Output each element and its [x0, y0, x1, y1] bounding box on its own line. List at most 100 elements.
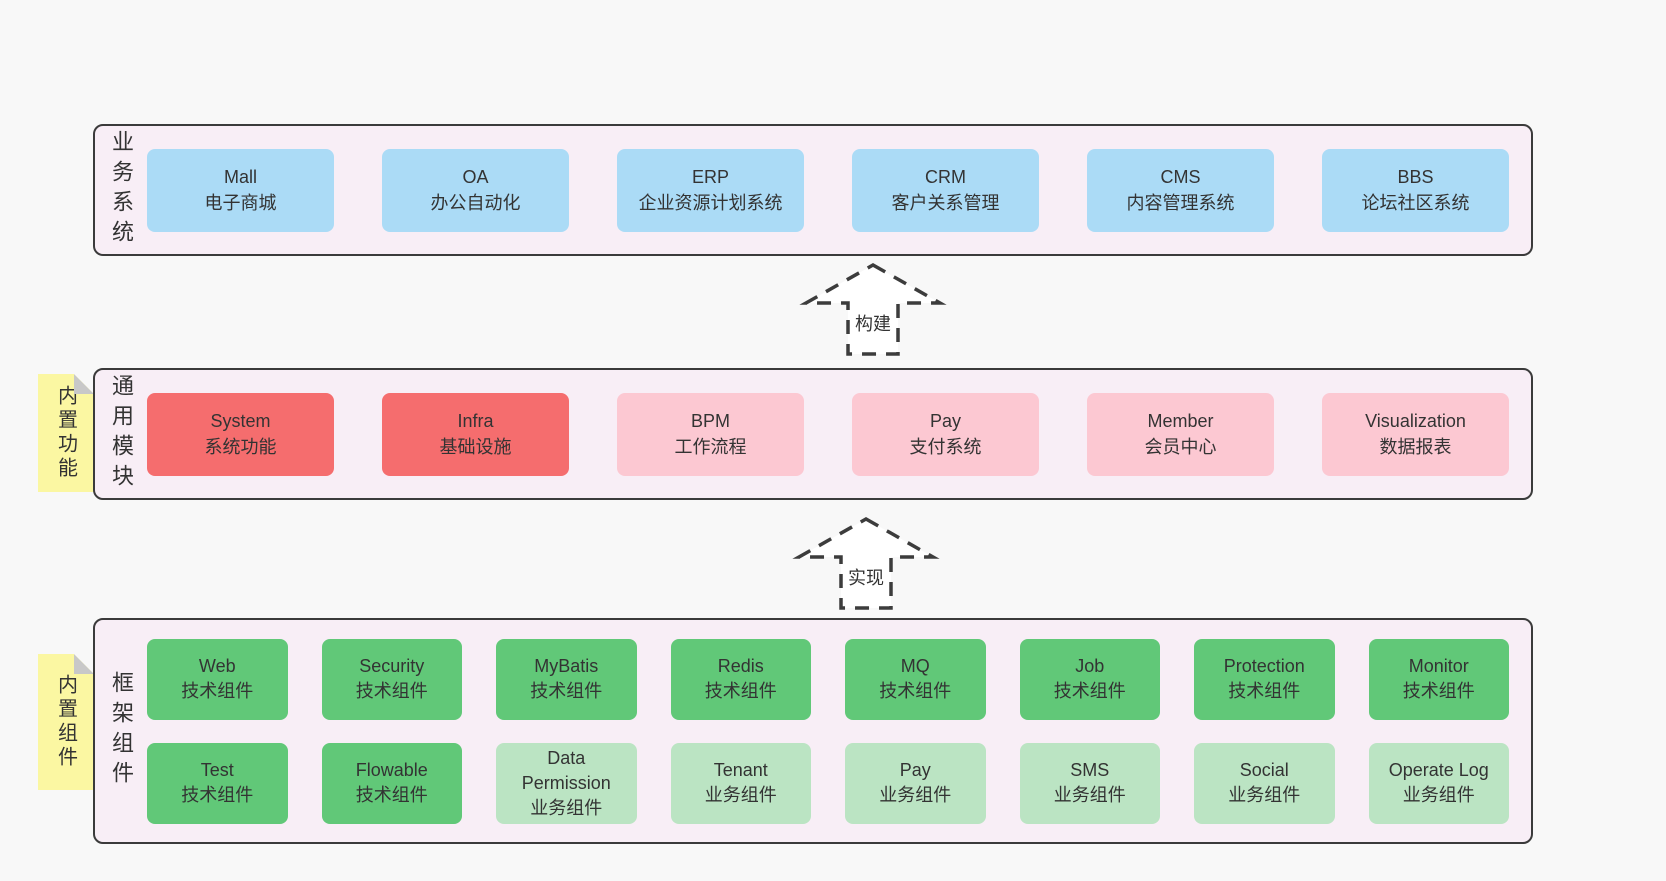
box-desc: 技术组件 [355, 681, 428, 701]
box-desc: 技术组件 [1402, 681, 1475, 701]
box-name: BPM [690, 411, 730, 431]
layer-common-modules: 通用模块 System 系统功能 Infra 基础设施 BPM 工作流程 Pay… [93, 368, 1533, 500]
box-name: Web [198, 656, 236, 676]
layer-side-label: 框架组件 [109, 671, 134, 791]
box-row: Mall 电子商城 OA 办公自动化 ERP 企业资源计划系统 CRM 客户关系… [147, 148, 1509, 232]
box-desc: 支付系统 [909, 437, 982, 457]
box-rows: Web 技术组件 Security 技术组件 MyBatis 技术组件 Redi… [147, 638, 1531, 824]
box-desc: 技术组件 [879, 681, 952, 701]
box-desc: 技术组件 [1053, 681, 1126, 701]
component-box: BPM 工作流程 [617, 392, 804, 476]
box-desc: 业务组件 [879, 785, 952, 805]
box-name: Tenant [713, 760, 768, 780]
box-desc: 业务组件 [1402, 785, 1475, 805]
box-desc: 技术组件 [355, 785, 428, 805]
box-desc: 技术组件 [704, 681, 777, 701]
box-name: Mall [223, 167, 257, 187]
box-name: Visualization [1365, 411, 1466, 431]
component-box: System 系统功能 [147, 392, 334, 476]
component-box: ERP 企业资源计划系统 [617, 148, 804, 232]
component-box: Pay 支付系统 [852, 392, 1039, 476]
component-box: Protection 技术组件 [1194, 638, 1335, 720]
component-box: Job 技术组件 [1019, 638, 1160, 720]
box-desc: 论坛社区系统 [1361, 193, 1470, 213]
box-name: Pay [899, 760, 931, 780]
layer-side-label: 通用模块 [109, 374, 134, 494]
component-box: Social 业务组件 [1194, 742, 1335, 824]
box-row: Web 技术组件 Security 技术组件 MyBatis 技术组件 Redi… [147, 638, 1509, 720]
sticky-note-built-in-features: 内置功能 [38, 374, 94, 492]
box-name: MyBatis [534, 656, 599, 676]
box-name: ERP [691, 167, 729, 187]
layer-side-label-column: 通用模块 [95, 374, 147, 494]
component-box: Test 技术组件 [147, 742, 288, 824]
component-box: CRM 客户关系管理 [852, 148, 1039, 232]
up-arrow-outline-icon [799, 262, 947, 356]
box-name: Data Permission [521, 747, 611, 793]
box-name: Member [1147, 411, 1214, 431]
component-box: Infra 基础设施 [382, 392, 569, 476]
box-desc: 电子商城 [204, 193, 277, 213]
layer-side-label: 业务系统 [109, 130, 134, 250]
build-arrow: 构建 [798, 262, 948, 358]
box-name: MQ [900, 656, 930, 676]
box-name: Pay [929, 411, 962, 431]
box-desc: 工作流程 [674, 437, 747, 457]
component-box: OA 办公自动化 [382, 148, 569, 232]
up-arrow-outline-icon [792, 516, 940, 610]
box-name: CMS [1160, 167, 1201, 187]
layer-side-label-column: 框架组件 [95, 671, 147, 791]
sticky-label: 内置功能 [54, 385, 77, 481]
box-name: BBS [1397, 167, 1434, 187]
box-desc: 业务组件 [1053, 785, 1126, 805]
box-desc: 企业资源计划系统 [638, 193, 783, 213]
arrow-label: 构建 [852, 313, 894, 335]
box-desc: 技术组件 [530, 681, 603, 701]
box-row: System 系统功能 Infra 基础设施 BPM 工作流程 Pay 支付系统… [147, 392, 1509, 476]
arrow-label-wrap: 构建 [798, 310, 948, 336]
box-desc: 内容管理系统 [1126, 193, 1235, 213]
box-name: Job [1075, 656, 1105, 676]
component-box: CMS 内容管理系统 [1087, 148, 1274, 232]
component-box: MyBatis 技术组件 [496, 638, 637, 720]
box-name: Security [359, 656, 425, 676]
component-box: Monitor 技术组件 [1368, 638, 1509, 720]
arrow-label-wrap: 实现 [791, 564, 941, 590]
component-box: Pay 业务组件 [845, 742, 986, 824]
box-name: Social [1239, 760, 1289, 780]
component-box: MQ 技术组件 [845, 638, 986, 720]
component-box: Mall 电子商城 [147, 148, 334, 232]
sticky-fold-corner-icon [74, 654, 94, 674]
component-box: Data Permission 业务组件 [496, 742, 637, 824]
box-name: SMS [1070, 760, 1110, 780]
box-desc: 技术组件 [181, 785, 254, 805]
component-box: Tenant 业务组件 [670, 742, 811, 824]
box-name: System [210, 411, 271, 431]
box-desc: 数据报表 [1379, 437, 1452, 457]
component-box: Security 技术组件 [321, 638, 462, 720]
component-box: BBS 论坛社区系统 [1322, 148, 1509, 232]
box-name: Redis [717, 656, 764, 676]
box-desc: 系统功能 [204, 437, 277, 457]
box-name: OA [462, 167, 489, 187]
box-name: Monitor [1408, 656, 1469, 676]
box-desc: 基础设施 [439, 437, 512, 457]
box-desc: 技术组件 [181, 681, 254, 701]
component-box: Member 会员中心 [1087, 392, 1274, 476]
box-name: Protection [1223, 656, 1305, 676]
component-box: Operate Log 业务组件 [1368, 742, 1509, 824]
box-rows: Mall 电子商城 OA 办公自动化 ERP 企业资源计划系统 CRM 客户关系… [147, 148, 1531, 232]
box-rows: System 系统功能 Infra 基础设施 BPM 工作流程 Pay 支付系统… [147, 392, 1531, 476]
box-desc: 会员中心 [1144, 437, 1217, 457]
layer-framework-components: 框架组件 Web 技术组件 Security 技术组件 MyBatis 技术组件… [93, 618, 1533, 844]
component-box: SMS 业务组件 [1019, 742, 1160, 824]
sticky-label: 内置组件 [54, 674, 77, 770]
component-box: Visualization 数据报表 [1322, 392, 1509, 476]
implement-arrow: 实现 [791, 516, 941, 612]
arrow-label: 实现 [845, 567, 887, 589]
sticky-fold-corner-icon [74, 374, 94, 394]
component-box: Web 技术组件 [147, 638, 288, 720]
sticky-note-built-in-components: 内置组件 [38, 654, 94, 790]
box-name: Infra [457, 411, 494, 431]
